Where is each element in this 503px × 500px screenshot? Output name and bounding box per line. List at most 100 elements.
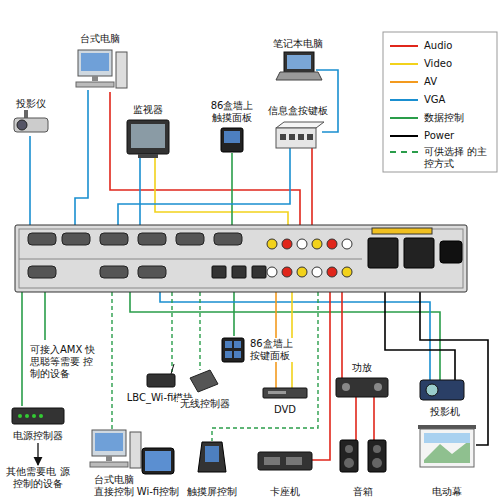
device-label: 86盒墙上 按键面板 xyxy=(248,338,302,362)
rj45-port xyxy=(212,266,226,278)
optional-control-wire xyxy=(212,292,318,441)
signal-wire xyxy=(118,148,290,232)
power-socket xyxy=(404,238,434,268)
signal-wire xyxy=(139,158,141,232)
legend-text: Video xyxy=(422,58,492,70)
monitor-icon xyxy=(138,154,158,158)
power-led xyxy=(25,414,29,418)
cassette-slot xyxy=(286,457,302,465)
power-controller-icon xyxy=(12,408,64,424)
wifi-module-icon xyxy=(147,374,175,387)
signal-wire xyxy=(29,136,31,232)
legend-swatch xyxy=(390,63,418,65)
device-name: 投影仪 xyxy=(16,98,46,110)
rca-jack xyxy=(342,239,352,249)
rca-jack xyxy=(297,267,307,277)
wifi-antenna xyxy=(171,364,174,374)
power-led xyxy=(18,414,22,418)
device-name: 投影机 xyxy=(430,406,460,418)
panel-divider xyxy=(19,259,362,260)
key-panel-button xyxy=(225,341,232,348)
legend-text: VGA xyxy=(422,94,492,106)
legend-swatch xyxy=(390,151,418,153)
device-label: 笔记本电脑 xyxy=(271,38,325,50)
key-panel-button xyxy=(234,351,241,358)
screen-picture xyxy=(424,433,470,443)
device-label: 功放 xyxy=(350,362,374,374)
db9-port xyxy=(214,233,242,245)
laptop-icon xyxy=(287,55,311,69)
dvd-tray xyxy=(268,391,286,394)
device-label: 无线控制器 xyxy=(178,398,232,410)
legend-box xyxy=(383,32,497,172)
device-name: 笔记本电脑 xyxy=(273,38,323,50)
rca-jack xyxy=(327,239,337,249)
amplifier-knob xyxy=(342,383,350,391)
db9-port xyxy=(62,233,90,245)
device-label: DVD xyxy=(272,404,298,416)
device-name: 电源控制器 xyxy=(13,430,63,442)
device-name: 音箱 xyxy=(353,486,373,498)
iec-inlet xyxy=(440,241,462,263)
device-name: 信息盒按键板 xyxy=(268,105,328,117)
signal-wire xyxy=(21,292,23,406)
rj45-port xyxy=(232,266,246,278)
optional-control-wire xyxy=(199,292,200,370)
speaker-icon xyxy=(368,440,386,472)
screen-roller xyxy=(418,425,476,429)
info-box-button xyxy=(298,134,304,140)
info-box-icon xyxy=(276,128,316,148)
key-panel-button xyxy=(234,341,241,348)
legend-swatch xyxy=(390,117,418,119)
tablet-icon xyxy=(142,448,174,474)
legend-text: 数据控制 xyxy=(422,112,492,124)
db9-port xyxy=(100,266,128,278)
power-socket xyxy=(368,238,398,268)
device-label: 信息盒按键板 xyxy=(266,105,330,117)
legend-swatch xyxy=(390,81,418,83)
cassette-slot xyxy=(264,457,280,465)
legend-swatch xyxy=(390,99,418,101)
control-pc-icon xyxy=(130,432,141,468)
db9-port xyxy=(100,233,128,245)
device-name: Wi-fi控制 xyxy=(137,486,179,498)
warning-plate xyxy=(372,228,432,234)
info-box-icon xyxy=(276,122,324,128)
legend-text: Audio xyxy=(422,40,492,52)
device-label: Wi-fi控制 xyxy=(135,486,181,498)
signal-wire xyxy=(44,292,46,340)
legend-text: 可供选择 的主控方式 xyxy=(422,146,492,170)
panel-inner-frame xyxy=(19,229,463,288)
info-box-button xyxy=(280,134,286,140)
legend-text: AV xyxy=(422,76,492,88)
rca-jack xyxy=(312,267,322,277)
device-name: 86盒墙上 触摸面板 xyxy=(206,100,258,124)
db9-port xyxy=(28,233,56,245)
device-name: 台式电脑 xyxy=(80,33,120,45)
touch-panel-icon xyxy=(221,128,243,152)
signal-wire xyxy=(231,153,233,232)
speaker-cone xyxy=(345,445,353,453)
optional-control-wire xyxy=(111,292,112,430)
control-pc-icon xyxy=(90,462,128,467)
db9-port xyxy=(138,266,166,278)
rca-jack xyxy=(342,267,352,277)
rj45-port xyxy=(252,266,266,278)
desktop-pc-icon xyxy=(81,53,109,71)
signal-wire xyxy=(312,292,330,460)
wireless-controller-icon xyxy=(190,370,218,392)
projection-screen-icon xyxy=(420,429,474,467)
power-led xyxy=(32,414,36,418)
touch-panel-icon xyxy=(224,131,240,143)
monitor-icon xyxy=(131,124,165,148)
device-label: 其他需要电 源控制的设备 xyxy=(4,466,72,490)
device-label: 电动幕 xyxy=(430,486,464,498)
db9-port xyxy=(138,233,166,245)
legend-swatch xyxy=(390,45,418,47)
desktop-pc-icon xyxy=(92,76,98,81)
device-name: 监视器 xyxy=(133,104,163,116)
device-label: 台式电脑 直接控制 xyxy=(90,474,138,498)
signal-wire xyxy=(373,397,375,440)
